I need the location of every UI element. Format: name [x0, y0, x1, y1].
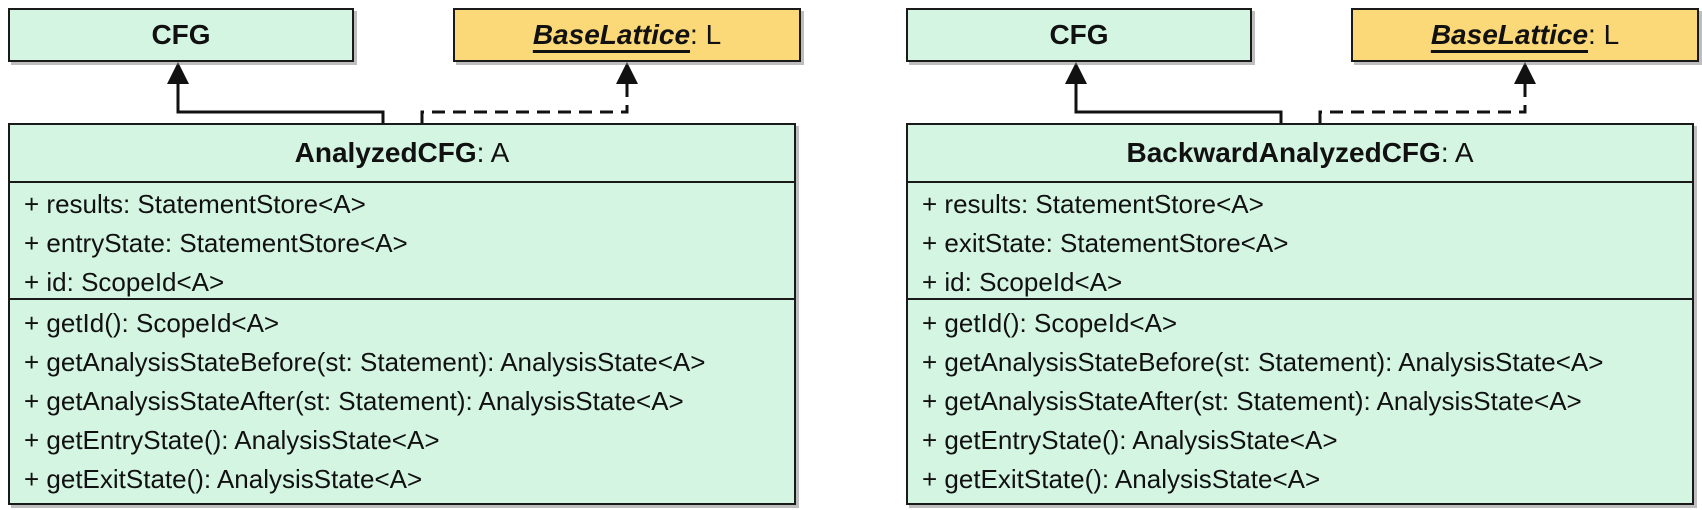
interface-name-baselattice: BaseLattice: [1430, 19, 1589, 50]
generalization-line-to-cfg: [1074, 82, 1283, 123]
class-type-param: : A: [1440, 137, 1474, 168]
method-row: + getExitState(): AnalysisState<A>: [24, 464, 423, 494]
attributes-compartment: + results: StatementStore<A> + exitState…: [908, 183, 1692, 300]
class-box-cfg: CFG: [906, 8, 1252, 62]
realization-dashed-line-to-baselattice: [1318, 82, 1527, 123]
attribute-row: + exitState: StatementStore<A>: [922, 228, 1289, 258]
methods-compartment: + getId(): ScopeId<A> + getAnalysisState…: [10, 300, 794, 503]
panel-backward-analyzed-cfg: CFG BaseLattice : L BackwardAnalyzedCFG:…: [906, 0, 1702, 510]
method-row: + getEntryState(): AnalysisState<A>: [24, 425, 440, 455]
realization-arrowhead-icon: [1514, 62, 1536, 84]
class-title: BackwardAnalyzedCFG: A: [908, 125, 1692, 183]
attribute-row: + entryState: StatementStore<A>: [24, 228, 408, 258]
method-row: + getId(): ScopeId<A>: [922, 308, 1178, 338]
interface-type-param: : L: [690, 19, 722, 50]
panel-analyzed-cfg: CFG BaseLattice : L AnalyzedCFG: A + res…: [8, 0, 804, 510]
method-row: + getAnalysisStateBefore(st: Statement):…: [24, 347, 706, 377]
method-row: + getAnalysisStateAfter(st: Statement): …: [922, 386, 1582, 416]
method-row: + getId(): ScopeId<A>: [24, 308, 280, 338]
method-row: + getExitState(): AnalysisState<A>: [922, 464, 1321, 494]
attributes-compartment: + results: StatementStore<A> + entryStat…: [10, 183, 794, 300]
interface-name-baselattice: BaseLattice: [532, 19, 691, 50]
class-box-backwardanalyzedcfg: BackwardAnalyzedCFG: A + results: Statem…: [906, 123, 1694, 505]
inheritance-connectors: [1065, 62, 1536, 123]
class-box-analyzedcfg: AnalyzedCFG: A + results: StatementStore…: [8, 123, 796, 505]
class-name-cfg: CFG: [151, 19, 211, 50]
generalization-arrowhead-icon: [167, 62, 189, 84]
class-name: BackwardAnalyzedCFG: [1126, 137, 1441, 168]
realization-dashed-line-to-baselattice: [420, 82, 629, 123]
interface-type-param: : L: [1588, 19, 1620, 50]
attribute-row: + results: StatementStore<A>: [922, 189, 1264, 219]
interface-box-baselattice: BaseLattice : L: [453, 8, 801, 62]
realization-arrowhead-icon: [616, 62, 638, 84]
class-name-cfg: CFG: [1049, 19, 1109, 50]
interface-box-baselattice: BaseLattice : L: [1351, 8, 1699, 62]
class-title: AnalyzedCFG: A: [10, 125, 794, 183]
attribute-row: + id: ScopeId<A>: [922, 267, 1123, 297]
methods-compartment: + getId(): ScopeId<A> + getAnalysisState…: [908, 300, 1692, 503]
class-name: AnalyzedCFG: [294, 137, 477, 168]
method-row: + getAnalysisStateAfter(st: Statement): …: [24, 386, 684, 416]
attribute-row: + results: StatementStore<A>: [24, 189, 366, 219]
method-row: + getEntryState(): AnalysisState<A>: [922, 425, 1338, 455]
attribute-row: + id: ScopeId<A>: [24, 267, 225, 297]
class-box-cfg: CFG: [8, 8, 354, 62]
method-row: + getAnalysisStateBefore(st: Statement):…: [922, 347, 1604, 377]
class-type-param: : A: [476, 137, 510, 168]
generalization-line-to-cfg: [176, 82, 385, 123]
generalization-arrowhead-icon: [1065, 62, 1087, 84]
inheritance-connectors: [167, 62, 638, 123]
